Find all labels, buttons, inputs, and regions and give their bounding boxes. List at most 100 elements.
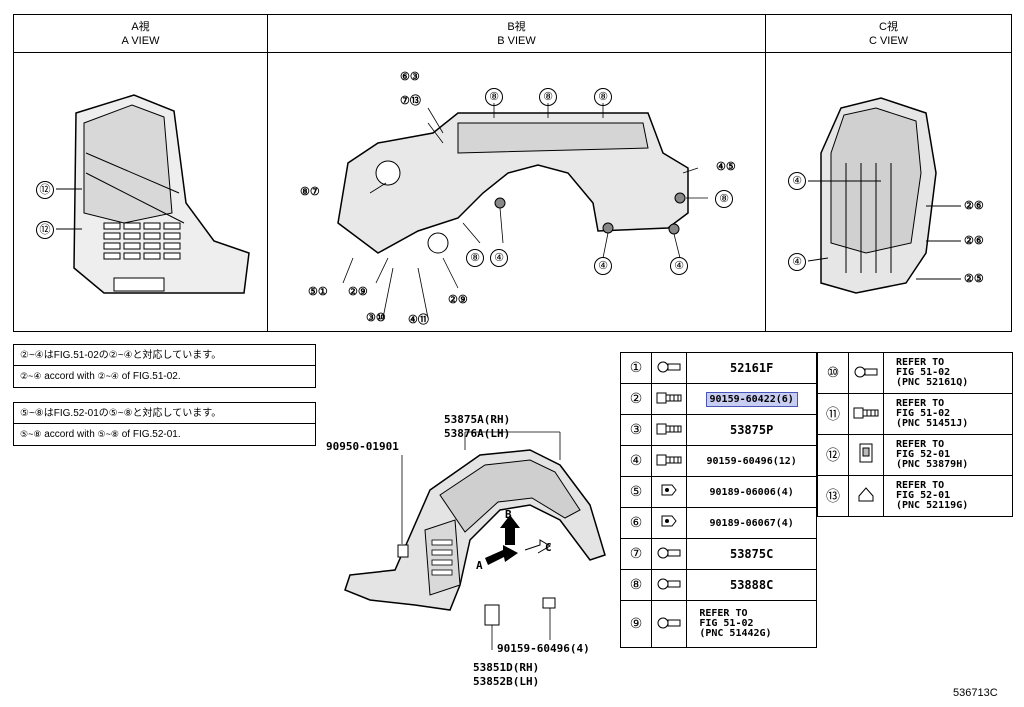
part-number-text: 52161F (729, 361, 774, 375)
b-callout-8-a: ⑧ (485, 88, 503, 106)
part-number-index: ① (619, 352, 653, 384)
reference-line: (PNC 52119G) (896, 500, 969, 511)
assembly-part-top-rh: 53875A(RH) (444, 413, 511, 426)
parts-table-left: ① 52161F ② 90159-60422(6) ③ 53875P ④ 90159-6049… (619, 352, 817, 648)
b-callout-8-c: ⑧ (594, 88, 612, 106)
clip-part-shape (397, 544, 409, 558)
b-callout-2-9-a: ②⑨ (348, 285, 368, 298)
part-number-text: 90159-60422(6) (705, 391, 798, 407)
part-number-link[interactable]: 90189-06006(4) (686, 476, 817, 508)
b-callout-6-3: ⑥③ (400, 70, 420, 83)
c-callout-2-6-b: ②⑥ (964, 234, 984, 247)
note-fig52: ⑤~⑧はFIG.52-01の⑤~⑧と対応しています。 ⑤~⑧ accord wi… (13, 402, 316, 446)
part-number-index: ④ (619, 445, 653, 477)
bolt-icon (651, 569, 688, 601)
parts-left-row: ② 90159-60422(6) (619, 383, 817, 415)
screw-icon (651, 414, 688, 446)
reference-line: REFER TO (896, 398, 945, 409)
part-number-index: ⑨ (619, 600, 653, 648)
triangle-icon: ②~④ (97, 371, 119, 381)
reference-line: FIG 51-02 (699, 618, 754, 629)
part-number-index: ② (619, 383, 653, 415)
note-fig51-jp: ②~④はFIG.51-02の②~④と対応しています。 (14, 345, 315, 366)
b-callout-7-13: ⑦⑬ (400, 94, 421, 107)
part-number-link[interactable]: 53875P (686, 414, 817, 446)
arrow-a-icon (485, 545, 518, 565)
b-callout-5-1: ⑤① (308, 285, 328, 298)
part-number-link[interactable]: 53888C (686, 569, 817, 601)
nut-clip-icon (848, 475, 884, 517)
note-fig51-en: ②~④ accord with ②~④ of FIG.51-02. (14, 366, 315, 387)
reference-line: REFER TO (896, 480, 945, 491)
bracket-part-shape (484, 604, 500, 626)
b-view-drawing (337, 103, 708, 319)
reference-line: (PNC 51442G) (699, 628, 772, 639)
a-callout-12-top: ⑫ (36, 181, 54, 199)
screw-part-shape (542, 597, 556, 609)
b-callout-8-b: ⑧ (539, 88, 557, 106)
part-number-link[interactable]: 90189-06067(4) (686, 507, 817, 539)
fender-liner-assembly-drawing (344, 431, 606, 650)
part-number-link[interactable]: 53875C (686, 538, 817, 570)
bolt-icon (651, 600, 688, 648)
part-number-text: 53875C (729, 547, 774, 561)
c-callout-4-top: ④ (788, 172, 806, 190)
triangle-icon: ⑤~⑧ (20, 429, 42, 439)
a-view-drawing (56, 94, 250, 294)
note-fig52-en: ⑤~⑧ accord with ⑤~⑧ of FIG.52-01. (14, 424, 315, 445)
part-number-link[interactable]: 52161F (686, 352, 817, 384)
reference-line: FIG 52-01 (896, 449, 951, 460)
part-number-text: 53888C (729, 578, 774, 592)
reference-line: REFER TO (699, 608, 748, 619)
reference-line: FIG 51-02 (896, 408, 951, 419)
b-callout-3-10: ③⑩ (366, 311, 386, 324)
b-callout-4-5: ④⑤ (716, 160, 736, 173)
screw-icon (651, 383, 688, 415)
bolt-icon (651, 352, 688, 384)
reference-line: (PNC 53879H) (896, 459, 969, 470)
arrow-a-label: A (476, 559, 483, 572)
b-callout-4-11: ④⑪ (408, 313, 429, 326)
arrow-b-label: B (505, 508, 512, 521)
part-number-link[interactable]: 90159-60496(12) (686, 445, 817, 477)
c-callout-2-5: ②⑤ (964, 272, 984, 285)
reference-line: FIG 51-02 (896, 367, 951, 378)
view-a-en: A VIEW (121, 35, 160, 47)
panel-a-header: A視 A VIEW (14, 15, 267, 53)
figure-id: 536713C (953, 687, 998, 699)
parts-left-row: ③ 53875P (619, 414, 817, 446)
arrow-b-icon (500, 515, 520, 545)
panel-b-view: B視 B VIEW ⑥③ ⑦⑬ ⑧ ⑧ ⑧ ④⑤ ⑧ ⑧⑦ ⑧ ④ ④ ④ ⑤①… (267, 14, 766, 332)
clip-icon (651, 507, 688, 539)
b-callout-4-c: ④ (670, 257, 688, 275)
view-b-en: B VIEW (497, 35, 536, 47)
c-view-drawing (807, 97, 961, 294)
view-c-en: C VIEW (868, 35, 909, 47)
note-fig51-en-post: of FIG.51-02. (121, 371, 181, 382)
part-number-text: 90159-60496(12) (706, 455, 797, 467)
note-fig52-jp: ⑤~⑧はFIG.52-01の⑤~⑧と対応しています。 (14, 403, 315, 424)
assembly-part-bottom-rh: 53851D(RH) (473, 661, 540, 674)
b-callout-8-e: ⑧ (466, 249, 484, 267)
b-callout-4-b: ④ (594, 257, 612, 275)
part-number-index: ⑤ (619, 476, 653, 508)
c-callout-2-6-a: ②⑥ (964, 199, 984, 212)
part-number-text: 90189-06067(4) (709, 517, 794, 529)
bolt-icon (848, 352, 884, 394)
panel-b-header: B視 B VIEW (268, 15, 765, 53)
reference-line: REFER TO (896, 439, 945, 450)
part-number-index: ③ (619, 414, 653, 446)
part-number-link[interactable]: 90159-60422(6) (686, 383, 817, 415)
assembly-part-top-lh: 53876A(LH) (444, 427, 511, 440)
